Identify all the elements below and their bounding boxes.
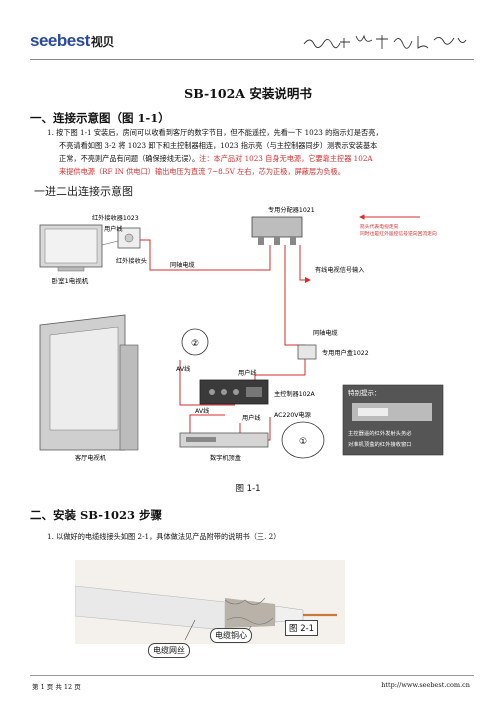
tip-line-2: 对准机顶盒的红外接收窗口	[348, 440, 412, 448]
section1-line-3: 正常，不亮则产品有问题（确保接线无误）。注：本产品对 1023 自身无电源，它要…	[47, 152, 467, 165]
label-coax-right: 同轴电缆	[313, 329, 338, 337]
logo-cn: 视贝	[90, 35, 115, 49]
label-user-box: 专用用户盒1022	[322, 349, 369, 357]
section-heading-connection: 一、连接示意图（图 1-1）	[30, 111, 170, 125]
label-power: AC220V电源	[274, 411, 311, 419]
legend-line-1: 箭头代表电视走向	[360, 223, 399, 230]
footer-page-number: 第 1 页 共 12 页	[32, 683, 81, 691]
legend-line-2: 同时也是红外遥控信号逆向回流走向	[360, 230, 437, 237]
marker-1: ①	[299, 437, 307, 447]
label-splitter: 专用分配器1021	[268, 206, 315, 214]
header-rule	[30, 59, 474, 60]
section1-note-inline: 注：本产品对 1023 自身无电源，它要靠主控器 102A	[199, 154, 373, 163]
special-tip-box	[342, 384, 444, 456]
figure-caption-2-1: 图 2-1	[285, 620, 319, 636]
label-cable-input: 有线电视信号输入	[315, 266, 365, 274]
footer-rule	[30, 675, 474, 676]
set-top-box-icon	[179, 432, 269, 448]
photo-label-mesh: 电缆网丝	[148, 643, 190, 658]
label-main-controller: 主控制器102A	[274, 390, 316, 398]
label-ir-receiver: 红外接收器1023	[92, 214, 139, 222]
document-title: SB-102A 安装说明书	[184, 86, 312, 101]
user-box-icon	[297, 344, 317, 360]
section1-note-line: 来提供电源（RF IN 供电口）输出电压为直流 7~8.5V 左右，芯为正极，屏…	[59, 167, 345, 176]
label-user-line-top: 用户线	[104, 225, 123, 233]
tip-title: 特别提示：	[348, 388, 381, 397]
ir-receiver-icon	[117, 227, 141, 249]
section1-body: 1. 按下图 1-1 安装后，房间可以收看到客厅的数字节目，但不能遥控，先看一下…	[47, 126, 467, 178]
bedroom-tv-icon	[39, 224, 103, 272]
slogan-signature	[303, 34, 467, 49]
logo-en: seebest	[30, 31, 90, 50]
label-ir-head: 红外接收头	[116, 257, 147, 265]
splitter-icon	[251, 216, 303, 245]
marker-2: ②	[191, 339, 199, 349]
figure-caption-1-1: 图 1-1	[235, 484, 261, 494]
diagram-title: 一进二出连接示意图	[34, 185, 133, 198]
label-av-line-top: AV线	[176, 365, 190, 373]
label-stb: 数字机顶盒	[210, 454, 242, 462]
photo-label-core: 电缆铜心	[210, 628, 252, 643]
footer-url[interactable]: http://www.seebest.com.cn	[381, 681, 470, 689]
section1-line-3-text: 正常，不亮则产品有问题（确保接线无误）。	[59, 154, 200, 163]
living-tv-icon	[39, 314, 139, 451]
label-living-tv: 客厅电视机	[75, 454, 107, 462]
tip-line-1: 主控器遥的红外发射头务必	[348, 429, 412, 437]
section2-step-1: 1. 以做好的电缆线接头如图 2-1，具体做法见产品附带的说明书（三. 2）	[47, 532, 281, 541]
main-controller-icon	[199, 379, 269, 405]
connection-diagram: 卧室1电视机 红外接收器1023 用户线 红外接收头 同轴电缆 专用分配器102…	[39, 206, 444, 462]
label-av-line-bottom: AV线	[195, 407, 209, 415]
section-heading-install: 二、安装 SB-1023 步骤	[30, 508, 163, 522]
label-user-line-bottom: 用户线	[242, 414, 261, 422]
section1-line-2: 不亮请看如图 3-2 将 1023 卸下和主控制器相连，1023 指示亮（与主控…	[59, 141, 378, 150]
cable-photo	[75, 560, 345, 644]
label-coax-left: 同轴电缆	[170, 261, 195, 269]
section1-line-1: 1. 按下图 1-1 安装后，房间可以收看到客厅的数字节目，但不能遥控，先看一下…	[47, 128, 383, 137]
brand-logo: seebest视贝	[30, 31, 114, 51]
label-bedroom-tv: 卧室1电视机	[52, 276, 89, 285]
label-user-line-mid: 用户线	[238, 369, 257, 377]
